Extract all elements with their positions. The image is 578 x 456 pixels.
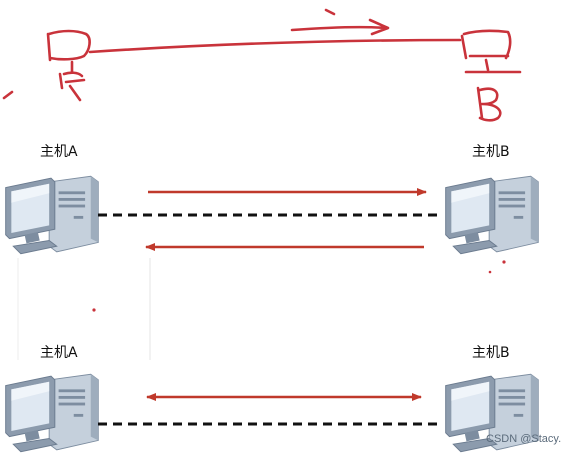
- watermark: CSDN @Stacy.: [486, 433, 562, 445]
- computer-icon-a-1: [5, 175, 99, 255]
- handwriting-right-glyph: [460, 29, 522, 122]
- handwriting-arrow: [290, 18, 390, 36]
- computer-icon-b-1: [445, 175, 539, 255]
- host-b-label-2: 主机B: [472, 345, 510, 361]
- computer-icon-a-2: [5, 373, 99, 453]
- handwriting-connect-line: [88, 38, 462, 54]
- host-a-label-2: 主机A: [40, 345, 78, 361]
- handwriting-tick: [324, 8, 336, 16]
- handwriting-dash-left: [2, 90, 14, 100]
- host-b-label-1: 主机B: [472, 144, 510, 160]
- host-a-label-1: 主机A: [40, 144, 78, 160]
- handwriting-left-glyph: [46, 29, 91, 102]
